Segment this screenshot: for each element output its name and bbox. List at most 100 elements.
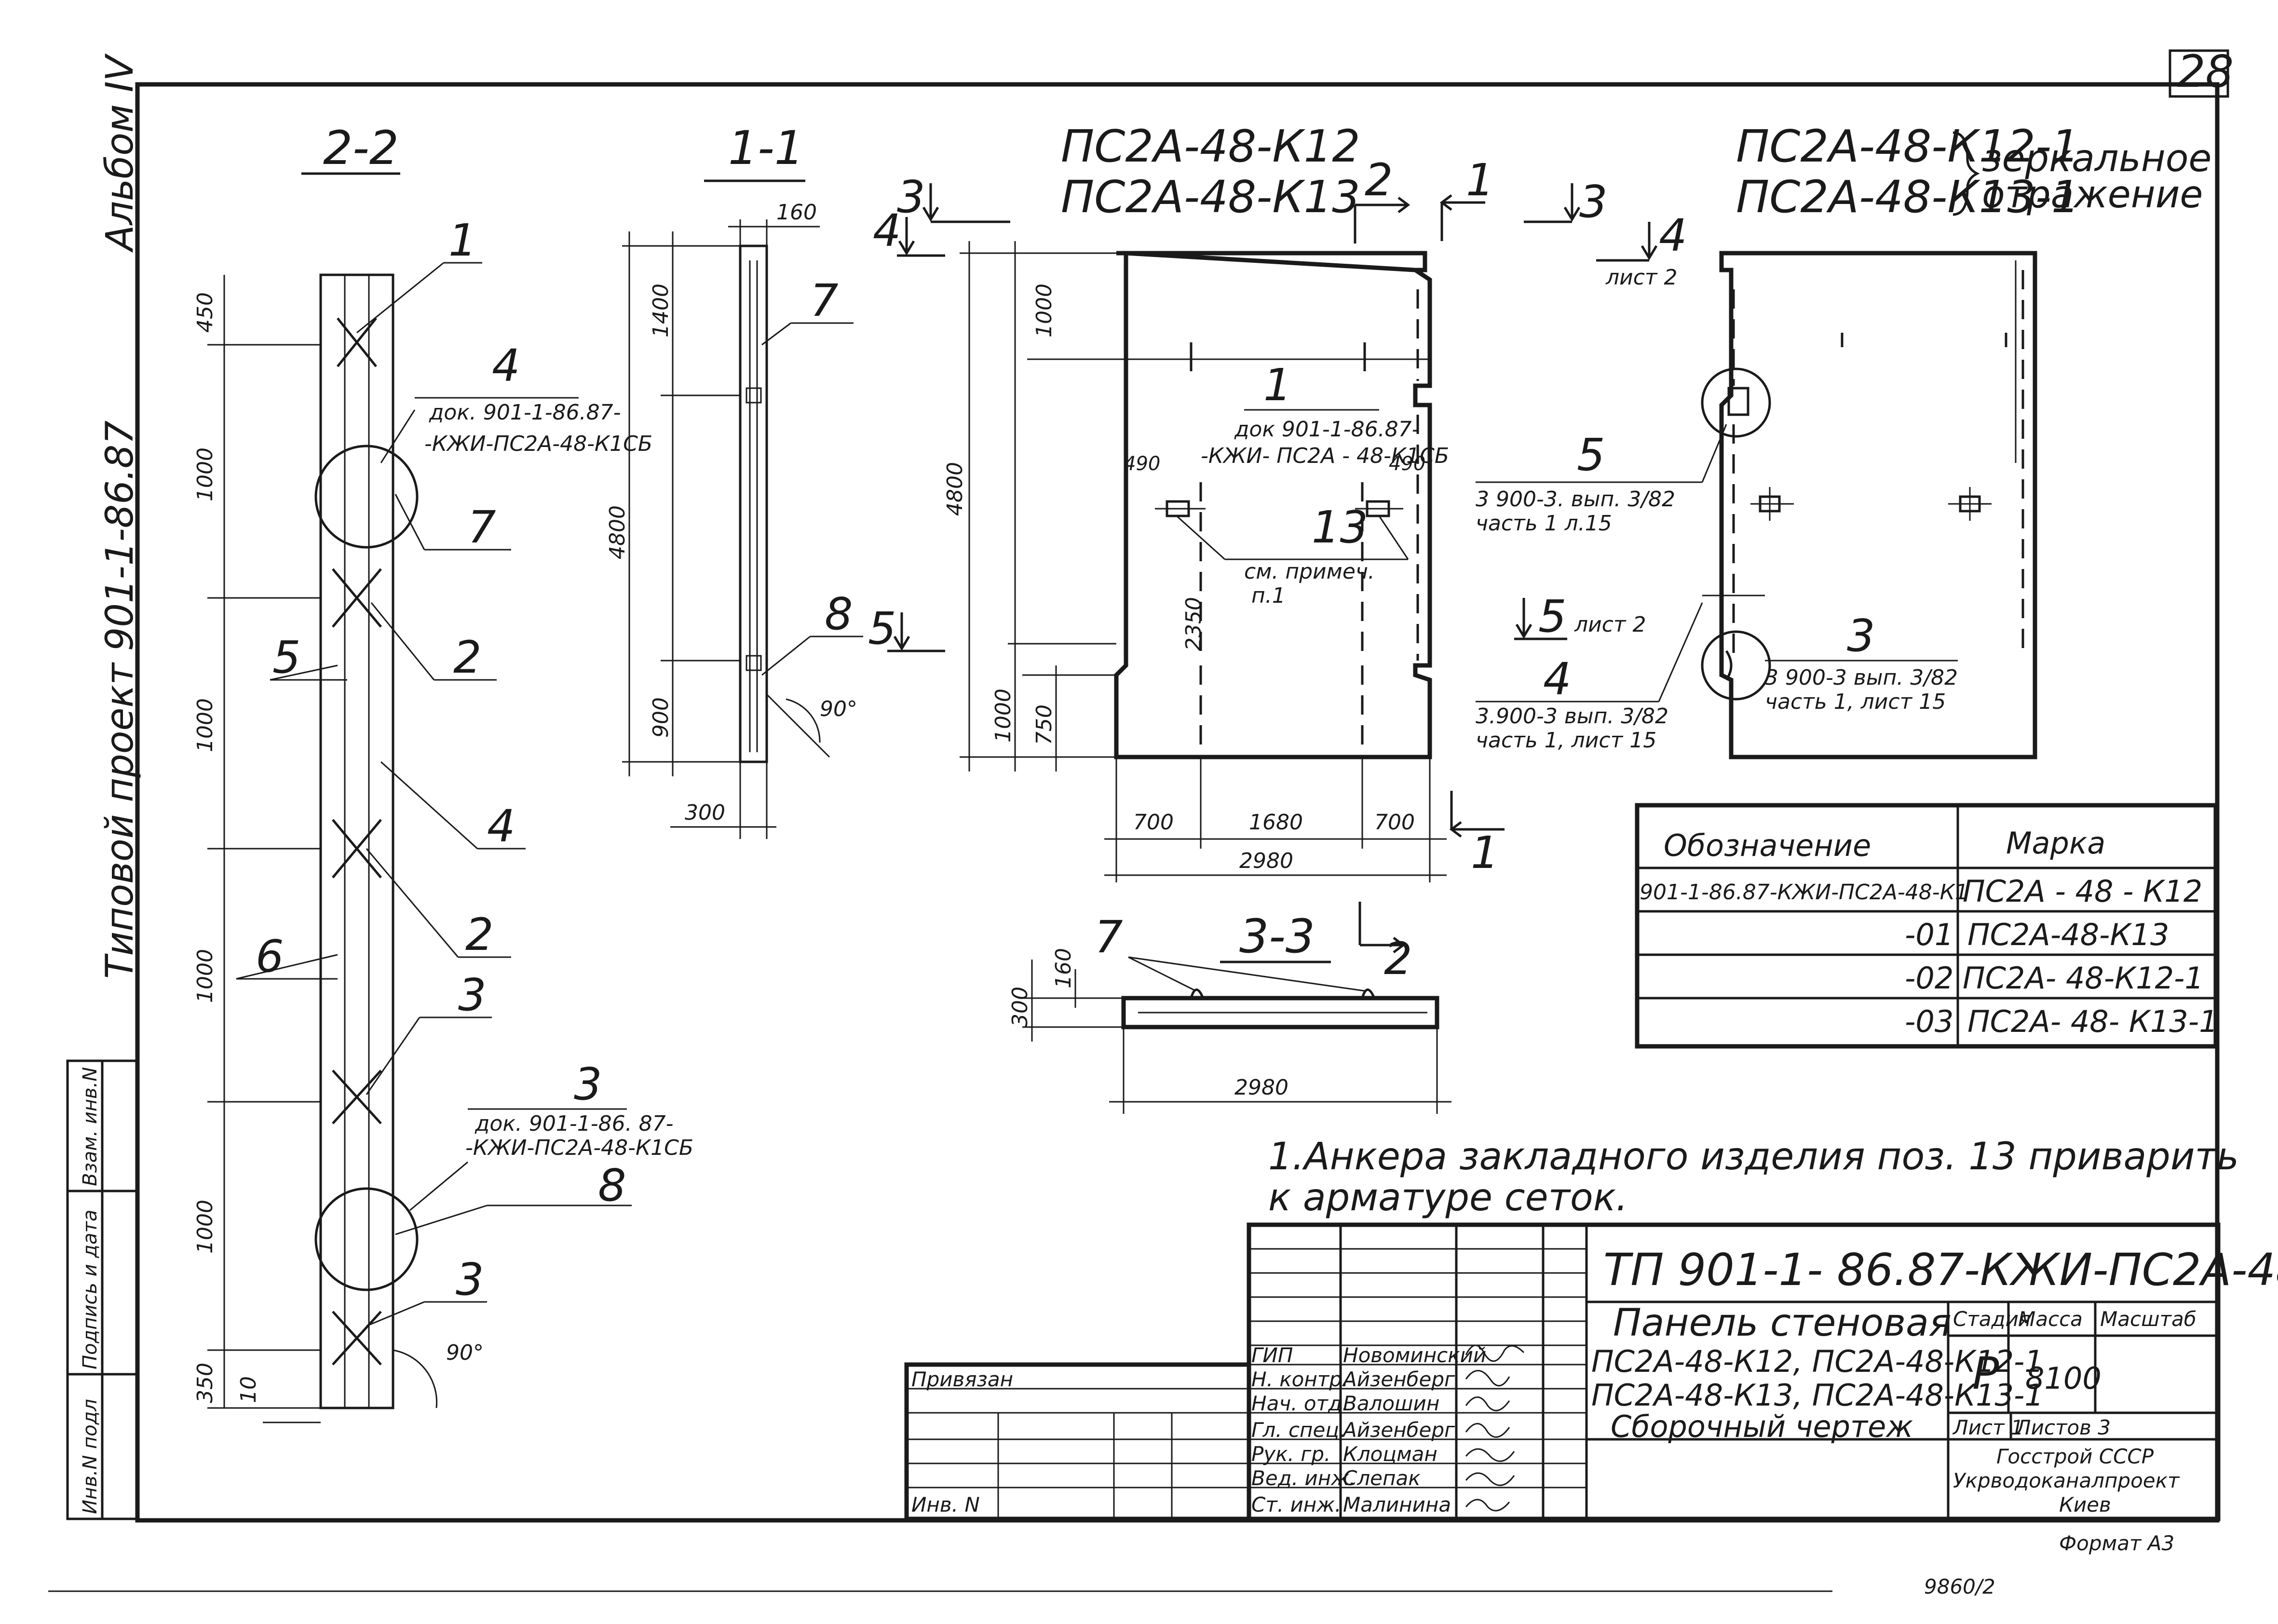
dim-490-a: 490	[1124, 453, 1160, 475]
dim-300-b: 300	[1008, 987, 1032, 1027]
sheets-label: Листов 3	[2015, 1416, 2111, 1439]
cut-4-left: 4	[873, 205, 901, 257]
pos-5: 5	[272, 632, 301, 683]
pos-4-right: 4	[1543, 653, 1572, 705]
mirror-label-2: отражение	[1982, 173, 2203, 217]
ref-3-line1: 3 900-3 вып. 3/82	[1765, 665, 1958, 690]
see-note-2: п.1	[1251, 583, 1286, 608]
ref-4-line1: 3.900-3 вып. 3/82	[1476, 704, 1668, 729]
pos-4: 4	[487, 800, 515, 852]
pos-3-ref: 3	[574, 1058, 602, 1110]
name-line-2: ПС2А-48-К12, ПС2А-48-К12-1	[1591, 1344, 2044, 1379]
dim-2980-a: 2980	[1239, 849, 1293, 873]
dim-450: 450	[193, 292, 217, 333]
signatures	[1465, 1344, 1525, 1512]
role-6-name: Слепак	[1343, 1466, 1421, 1490]
mirror-label-1: зеркальное	[1982, 137, 2211, 180]
dim-1000-d: 1000	[193, 1200, 217, 1254]
mark-b: ПС2А-48-К13	[1061, 171, 1360, 223]
cut-4-list-sub: лист 2	[1605, 265, 1678, 290]
org-line-1: Госстрой СССР	[1996, 1445, 2154, 1468]
table-header-designation: Обозначение	[1664, 828, 1871, 863]
doc-ref-1-line1: док. 901-1-86.87-	[429, 400, 621, 425]
inv-label: Инв. N	[911, 1493, 980, 1516]
role-1: ГИП	[1251, 1343, 1293, 1367]
stamp-col-3: Инв.N подл	[79, 1399, 101, 1514]
role-3-name: Валошин	[1343, 1392, 1439, 1415]
doc-ref-3-line2: -КЖИ-ПС2А-48-К1СБ	[465, 1136, 693, 1160]
doc-ref-1-line2: -КЖИ-ПС2А-48-К1СБ	[424, 432, 652, 456]
mass-header: Масса	[2018, 1307, 2083, 1331]
mark-a: ПС2А-48-К12	[1061, 121, 1360, 172]
role-4-name: Айзенберг	[1342, 1418, 1455, 1442]
cut-5-list-sub: лист 2	[1574, 612, 1646, 637]
dim-1400: 1400	[649, 284, 673, 338]
mass-value: 8100	[2025, 1361, 2102, 1396]
note-block: 1.Анкера закладного изделия поз. 13 прив…	[1268, 1135, 2239, 1219]
cut-1-bottom: 1	[1471, 827, 1499, 879]
dim-700-a: 700	[1133, 810, 1174, 835]
dim-900: 900	[649, 697, 673, 738]
ref-5-line1: 3 900-3. вып. 3/82	[1476, 487, 1675, 512]
role-5-name: Клоцман	[1343, 1442, 1437, 1466]
doc-front-1: док 901-1-86.87-	[1234, 417, 1419, 442]
pos-3-right: 3	[1847, 610, 1875, 662]
dim-750: 750	[1032, 704, 1057, 745]
dim-160: 160	[776, 200, 817, 225]
archive-number: 9860/2	[1924, 1575, 1995, 1598]
pos-3-b: 3	[456, 1254, 484, 1305]
ref-3-line2: часть 1, лист 15	[1765, 690, 1946, 714]
role-1-name: Новоминский	[1343, 1343, 1486, 1367]
org-line-2: Укрводоканалпроект	[1953, 1469, 2180, 1492]
pos-7-b: 7	[810, 275, 839, 326]
section-2-2-title: 2-2	[323, 121, 399, 175]
dim-2350: 2350	[1181, 597, 1206, 651]
table-row-2-designation: -01	[1905, 917, 1953, 952]
drawing-code: ТП 901-1- 86.87-КЖИ-ПС2А-48-К12СБ	[1603, 1244, 2278, 1296]
stamp-col-1: Взам. инв.N	[79, 1067, 101, 1186]
table-row-3-mark: ПС2А- 48-К12-1	[1963, 961, 2204, 996]
table-row-1-designation: 901-1-86.87-КЖИ-ПС2А-48-К1	[1640, 880, 1968, 905]
ref-4-line2: часть 1, лист 15	[1476, 728, 1656, 753]
name-line-1: Панель стеновая	[1613, 1301, 1952, 1345]
role-5: Рук. гр.	[1251, 1442, 1330, 1466]
title-block: Привязан Инв. N ГИП Новоминский Н. контр…	[904, 1222, 2278, 1598]
role-3: Нач. отд.	[1251, 1392, 1348, 1415]
marks-table: Обозначение Марка 901-1-86.87-КЖИ-ПС2А-4…	[1635, 803, 2218, 1049]
scale-header: Масштаб	[2100, 1307, 2197, 1331]
cut-3-right: 3	[1579, 176, 1608, 228]
pos-5-right: 5	[1577, 429, 1605, 481]
dim-1000-c: 1000	[193, 949, 217, 1003]
section-3-3-title: 3-3	[1239, 909, 1315, 963]
pos-7-section: 7	[1095, 911, 1123, 963]
section-2-2: 2-2 450 1000 1000 1000 1000 350 10 1 7	[193, 121, 693, 1423]
cut-5-list: 5	[1538, 591, 1567, 642]
pos-2-b: 2	[465, 909, 494, 961]
table-header-mark: Марка	[2006, 826, 2105, 861]
cut-2-top: 2	[1365, 154, 1393, 206]
role-7: Ст. инж.	[1251, 1493, 1341, 1516]
dim-300: 300	[685, 800, 725, 825]
sheet-label: Лист 1	[1952, 1416, 2024, 1439]
format-label: Формат А3	[2059, 1531, 2174, 1555]
note-line-2: к арматуре сеток.	[1268, 1176, 1628, 1219]
section-3-3: 3-3 7 2 160 300 2980	[1008, 902, 1451, 1114]
stamp-col-2: Подпись и дата	[79, 1210, 101, 1369]
role-4: Гл. спец.	[1251, 1418, 1345, 1442]
ref-5-line2: часть 1 л.15	[1476, 511, 1612, 536]
mirror-view: ПС2А-48-К12-1 ПС2А-48-К13-1 зеркальное о…	[1476, 121, 2211, 759]
pos-6: 6	[256, 931, 284, 982]
dim-700-b: 700	[1374, 810, 1415, 835]
stage-header: Стадия	[1953, 1307, 2031, 1331]
role-6: Вед. инж.	[1251, 1466, 1356, 1490]
dim-490-b: 490	[1389, 453, 1425, 475]
dim-1680: 1680	[1249, 810, 1303, 835]
stage-value: Р	[1972, 1348, 1999, 1399]
section-1-1-title: 1-1	[728, 121, 804, 175]
role-2-name: Айзенберг	[1342, 1367, 1455, 1391]
dim-1000-f: 1000	[991, 689, 1016, 743]
section-1-1: 1-1 160 1400 4800 900 300 7 8 90°	[605, 121, 863, 839]
note-line-1: 1.Анкера закладного изделия поз. 13 прив…	[1268, 1135, 2239, 1178]
pos-1-front: 1	[1263, 359, 1292, 411]
